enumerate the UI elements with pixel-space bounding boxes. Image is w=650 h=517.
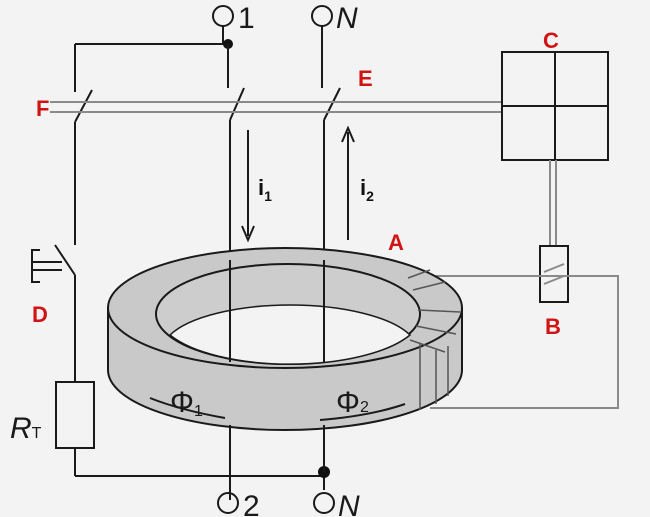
flux-phi1-label: Φ1 (170, 386, 203, 420)
secondary-winding (407, 269, 461, 410)
flux-phi2-label: Φ2 (336, 386, 369, 419)
trip-linkage (50, 51, 619, 409)
test-circuit (31, 44, 330, 478)
toroidal-core (107, 247, 463, 431)
terminal-1-top (212, 5, 234, 27)
label-b: B (545, 314, 561, 339)
terminal-n-bottom (313, 492, 335, 514)
label-d: D (32, 302, 48, 327)
terminal-n-top (311, 5, 333, 27)
terminal-label-1: 1 (238, 2, 255, 35)
terminal-label-n-bottom: N (338, 490, 360, 517)
label-a: A (388, 230, 404, 255)
label-f: F (36, 96, 49, 121)
terminal-2-bottom (217, 492, 239, 514)
resistor-label: RT (10, 412, 42, 445)
current-i2-label: i2 (360, 175, 374, 204)
current-i1-label: i1 (258, 175, 272, 204)
terminal-label-2: 2 (243, 490, 260, 517)
label-e: E (358, 66, 373, 91)
current-arrows: i1 i2 (241, 125, 374, 243)
trip-coil (539, 245, 569, 303)
test-resistor (55, 381, 95, 449)
test-button-icon (31, 249, 62, 283)
label-c: C (543, 28, 559, 53)
terminal-label-n-top: N (336, 2, 358, 35)
